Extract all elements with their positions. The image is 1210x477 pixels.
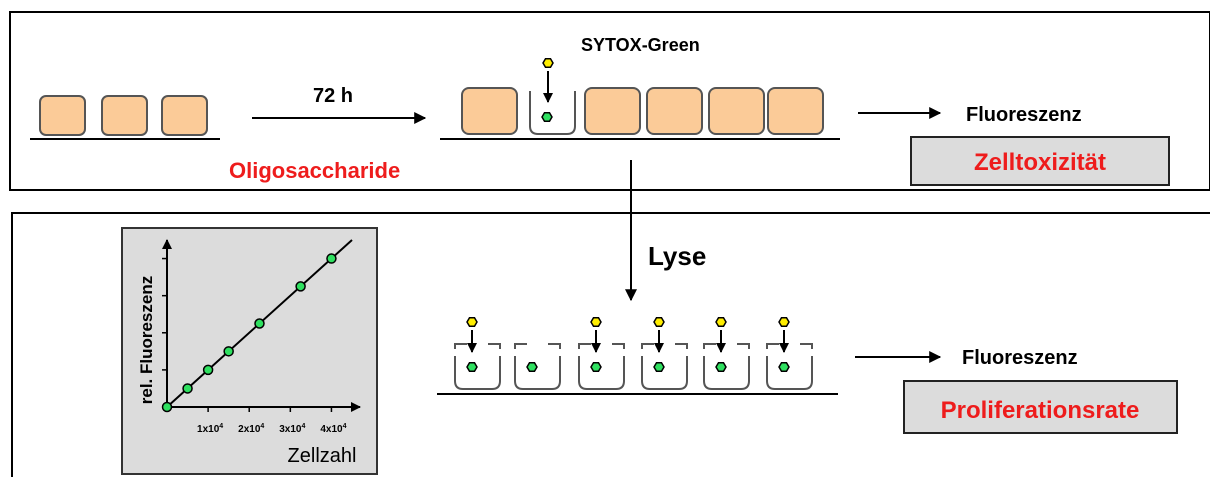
x-tick-label: 2x104 [238,423,264,435]
cell-treated-5 [708,87,765,135]
data-point [326,253,337,264]
dye-molecule-yellow [715,316,727,328]
cell-treated-3 [584,87,641,135]
x-tick-label: 1x104 [197,423,223,435]
data-point [254,318,265,329]
time-label: 72 h [313,85,353,107]
dye-molecule-yellow [590,316,602,328]
dye-bound-green [541,111,553,123]
dye-bound-green [715,361,727,373]
result-label-bottom: Proliferationsrate [941,397,1140,424]
dye-bound-green [526,361,538,373]
x-tick-label: 4x104 [320,423,346,435]
top-panel [9,11,1210,191]
cell-initial-1 [39,95,86,136]
result-box-bottom [903,380,1178,434]
dye-label: SYTOX-Green [581,35,700,55]
readout-label-bottom: Fluoreszenz [962,347,1078,369]
data-point [161,401,173,413]
cell-initial-2 [101,95,148,136]
lysed-cells [454,316,813,390]
data-point [295,281,306,292]
cell-treated-1 [461,87,518,135]
data-point [202,364,214,376]
bottom-panel [11,212,1210,477]
data-point [182,383,193,394]
cell-initial-3 [161,95,208,136]
dye-molecule-yellow [466,316,478,328]
data-point [223,346,234,357]
dye-bound-green [653,361,665,373]
x-tick-label: 3x104 [279,423,305,435]
dye-bound-green [778,361,790,373]
treatment-label: Oligosaccharide [229,158,400,183]
dead-cell-open [529,91,576,135]
readout-label-top: Fluoreszenz [966,104,1082,126]
dye-molecule-yellow [653,316,665,328]
result-box-top [910,136,1170,186]
standard-curve-panel [121,227,378,475]
lysis-label: Lyse [648,241,706,271]
y-axis-label: rel. Fluoreszenz [137,276,156,404]
x-axis-label: Zellzahl [288,445,357,467]
dye-bound-green [466,361,478,373]
dye-bound-green [590,361,602,373]
cell-treated-6 [767,87,824,135]
cell-treated-4 [646,87,703,135]
result-label-top: Zelltoxizität [974,149,1106,176]
dye-molecule-yellow [778,316,790,328]
dye-molecule-yellow [542,57,554,69]
